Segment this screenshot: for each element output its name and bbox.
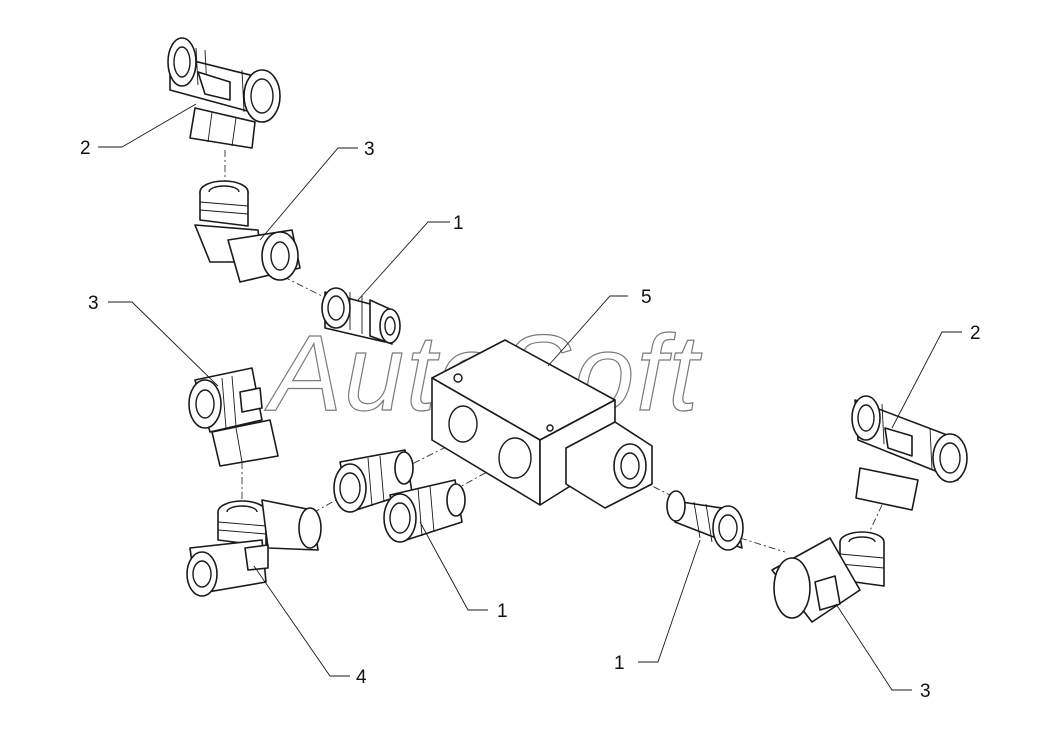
callout-1-top: 1 — [453, 213, 464, 234]
callout-1-right: 1 — [614, 653, 625, 674]
callout-3-right: 3 — [920, 681, 931, 702]
adapter-fitting-center-b — [383, 479, 466, 543]
adapter-fitting-right — [666, 490, 744, 551]
distribution-block — [431, 339, 653, 509]
leader-lines — [98, 103, 962, 691]
elbow-fitting-mid-left — [188, 367, 279, 467]
callout-5: 5 — [641, 287, 652, 308]
branch-tee-fitting — [186, 499, 322, 597]
adapter-fitting-top — [321, 287, 401, 345]
callout-1-center: 1 — [497, 601, 508, 622]
callout-2-right: 2 — [970, 323, 981, 344]
callout-3-mid-left: 3 — [88, 293, 99, 314]
elbow-fitting-upper-left — [194, 180, 301, 283]
callout-labels: 2 3 1 3 5 2 1 1 4 3 — [80, 138, 981, 702]
callout-2-upper-left: 2 — [80, 138, 91, 159]
callout-4: 4 — [356, 667, 367, 688]
elbow-fitting-right — [771, 531, 885, 623]
tee-fitting-upper-left — [167, 37, 281, 149]
callout-3-upper-left: 3 — [364, 139, 375, 160]
tee-fitting-right — [851, 395, 968, 511]
